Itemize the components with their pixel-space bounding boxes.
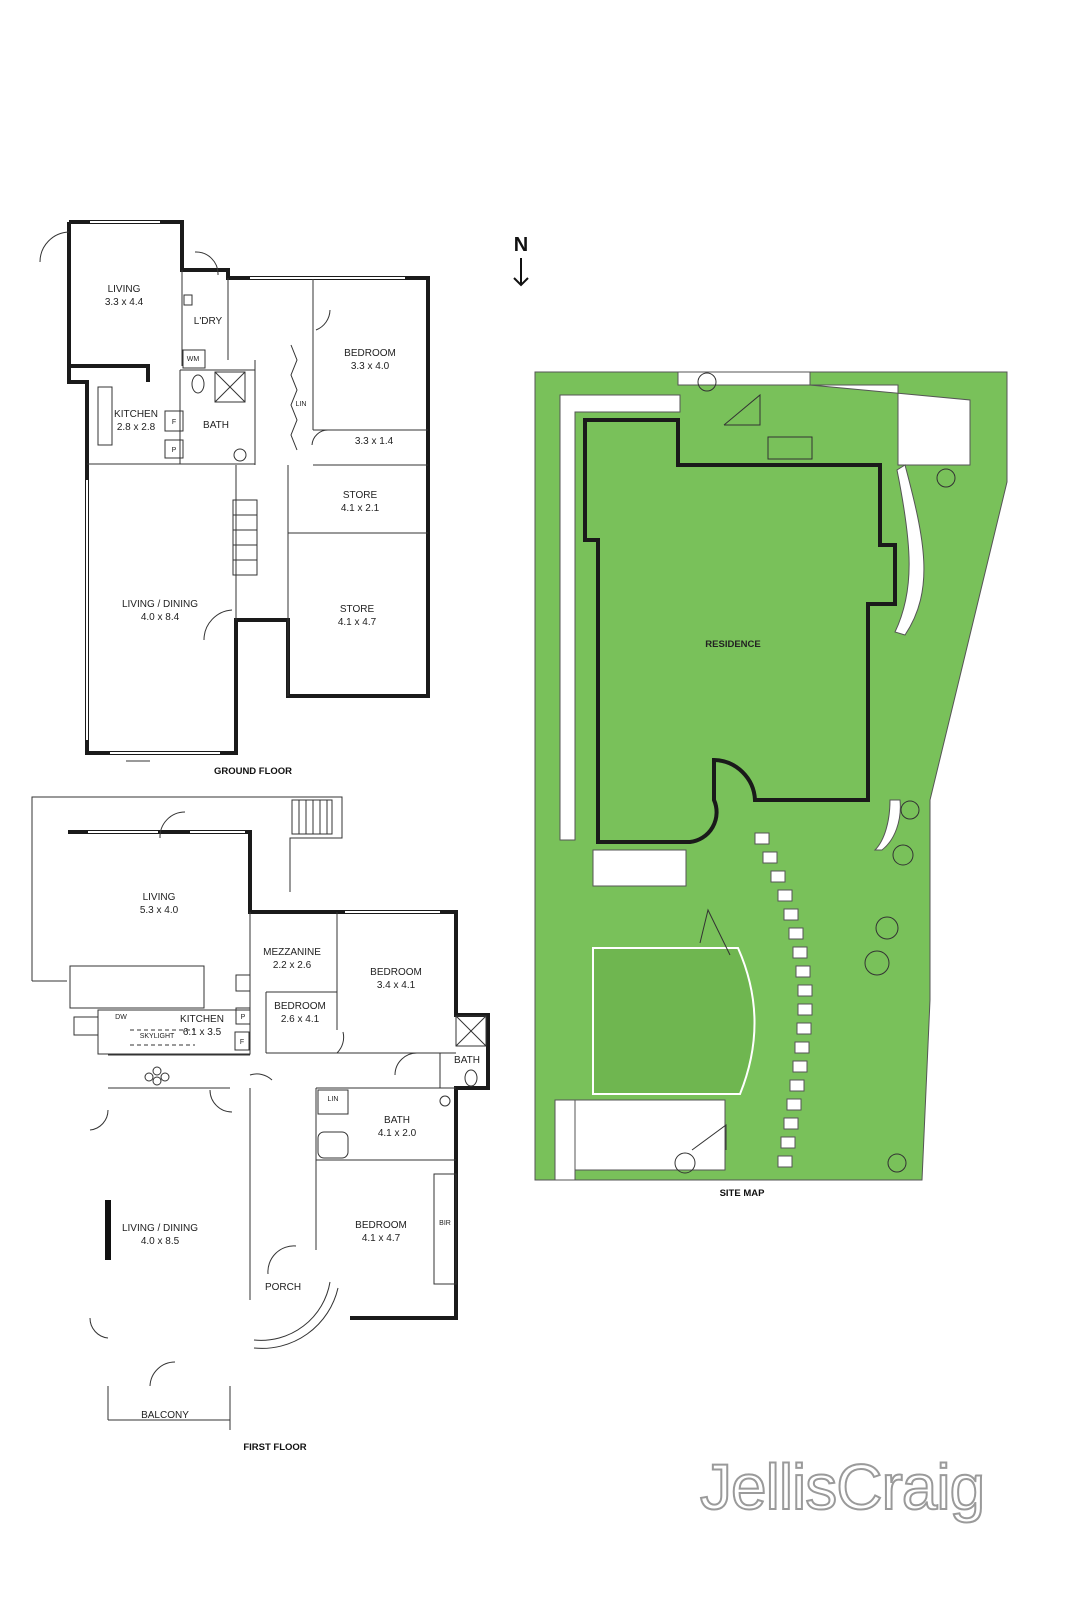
- ff-living-dining-name: LIVING / DINING: [122, 1223, 198, 1234]
- first-floor-plan: LIVING 5.3 x 4.0 MEZZANINE 2.2 x 2.6 BED…: [31, 796, 490, 1453]
- ff-bir-label: BIR: [439, 1220, 451, 1227]
- ground-floor-plan: LIVING 3.3 x 4.4 L'DRY KITCHEN 2.8 x 2.8…: [39, 220, 430, 777]
- ff-linen-label: LIN: [328, 1096, 339, 1103]
- ff-porch-name: PORCH: [265, 1282, 301, 1293]
- ff-living-size: 5.3 x 4.0: [140, 905, 179, 916]
- stairs: [232, 499, 258, 576]
- gf-store2-name: STORE: [340, 604, 375, 615]
- ff-pantry-label: P: [241, 1014, 246, 1021]
- gf-laundry-name: L'DRY: [194, 316, 223, 327]
- gf-living-dining-size: 4.0 x 8.4: [141, 612, 180, 623]
- stairs: [291, 799, 333, 835]
- gf-living-name: LIVING: [108, 284, 141, 295]
- gf-living-size: 3.3 x 4.4: [105, 297, 144, 308]
- stepping-stones: [754, 832, 813, 1168]
- gf-pantry-label: P: [172, 447, 177, 454]
- brand-logo: JellisCraig: [699, 1450, 986, 1524]
- ff-bath2-size: 4.1 x 2.0: [378, 1128, 417, 1139]
- ff-bedroom2-size: 2.6 x 4.1: [281, 1014, 320, 1025]
- ff-bedroom1-size: 3.4 x 4.1: [377, 980, 416, 991]
- gf-kitchen-size: 2.8 x 2.8: [117, 422, 156, 433]
- first-floor-title: FIRST FLOOR: [243, 1442, 306, 1453]
- ff-mezzanine-size: 2.2 x 2.6: [273, 960, 312, 971]
- gf-bath-name: BATH: [203, 420, 229, 431]
- gf-linen-label: LIN: [296, 401, 307, 408]
- site-map: RESIDENCE: [534, 371, 1008, 1199]
- ff-kitchen-size: 6.1 x 3.5: [183, 1027, 222, 1038]
- gf-store2-size: 4.1 x 4.7: [338, 617, 377, 628]
- ff-kitchen-name: KITCHEN: [180, 1014, 224, 1025]
- ff-dishwasher-label: DW: [115, 1014, 127, 1021]
- ff-bedroom3-name: BEDROOM: [355, 1220, 407, 1231]
- gf-store1-size: 4.1 x 2.1: [341, 503, 380, 514]
- site-residence-label: RESIDENCE: [705, 639, 760, 650]
- ff-living-name: LIVING: [143, 892, 176, 903]
- ff-bath2-name: BATH: [384, 1115, 410, 1126]
- gf-living-dining-name: LIVING / DINING: [122, 599, 198, 610]
- ff-living-dining-size: 4.0 x 8.5: [141, 1236, 180, 1247]
- ff-skylight-label: SKYLIGHT: [140, 1033, 175, 1040]
- gf-fridge-label: F: [172, 419, 176, 426]
- gf-small-room-size: 3.3 x 1.4: [355, 436, 394, 447]
- ff-fridge-label: F: [240, 1039, 244, 1046]
- ff-bedroom3-size: 4.1 x 4.7: [362, 1233, 401, 1244]
- compass-label: N: [514, 234, 528, 256]
- north-arrow: N: [513, 234, 529, 287]
- ff-bedroom2-name: BEDROOM: [274, 1001, 326, 1012]
- gf-bedroom-name: BEDROOM: [344, 348, 396, 359]
- gf-store1-name: STORE: [343, 490, 378, 501]
- residence-outline: [583, 418, 897, 844]
- ff-bath1-name: BATH: [454, 1055, 480, 1066]
- ff-balcony-name: BALCONY: [141, 1410, 189, 1421]
- gf-bedroom-size: 3.3 x 4.0: [351, 361, 390, 372]
- gf-wm-label: WM: [187, 356, 200, 363]
- site-map-title: SITE MAP: [720, 1188, 766, 1199]
- ground-floor-title: GROUND FLOOR: [214, 766, 292, 777]
- ff-mezzanine-name: MEZZANINE: [263, 947, 321, 958]
- gf-kitchen-name: KITCHEN: [114, 409, 158, 420]
- site-stairs: [691, 393, 813, 1151]
- ff-bedroom1-name: BEDROOM: [370, 967, 422, 978]
- tree-icons: [674, 372, 956, 1174]
